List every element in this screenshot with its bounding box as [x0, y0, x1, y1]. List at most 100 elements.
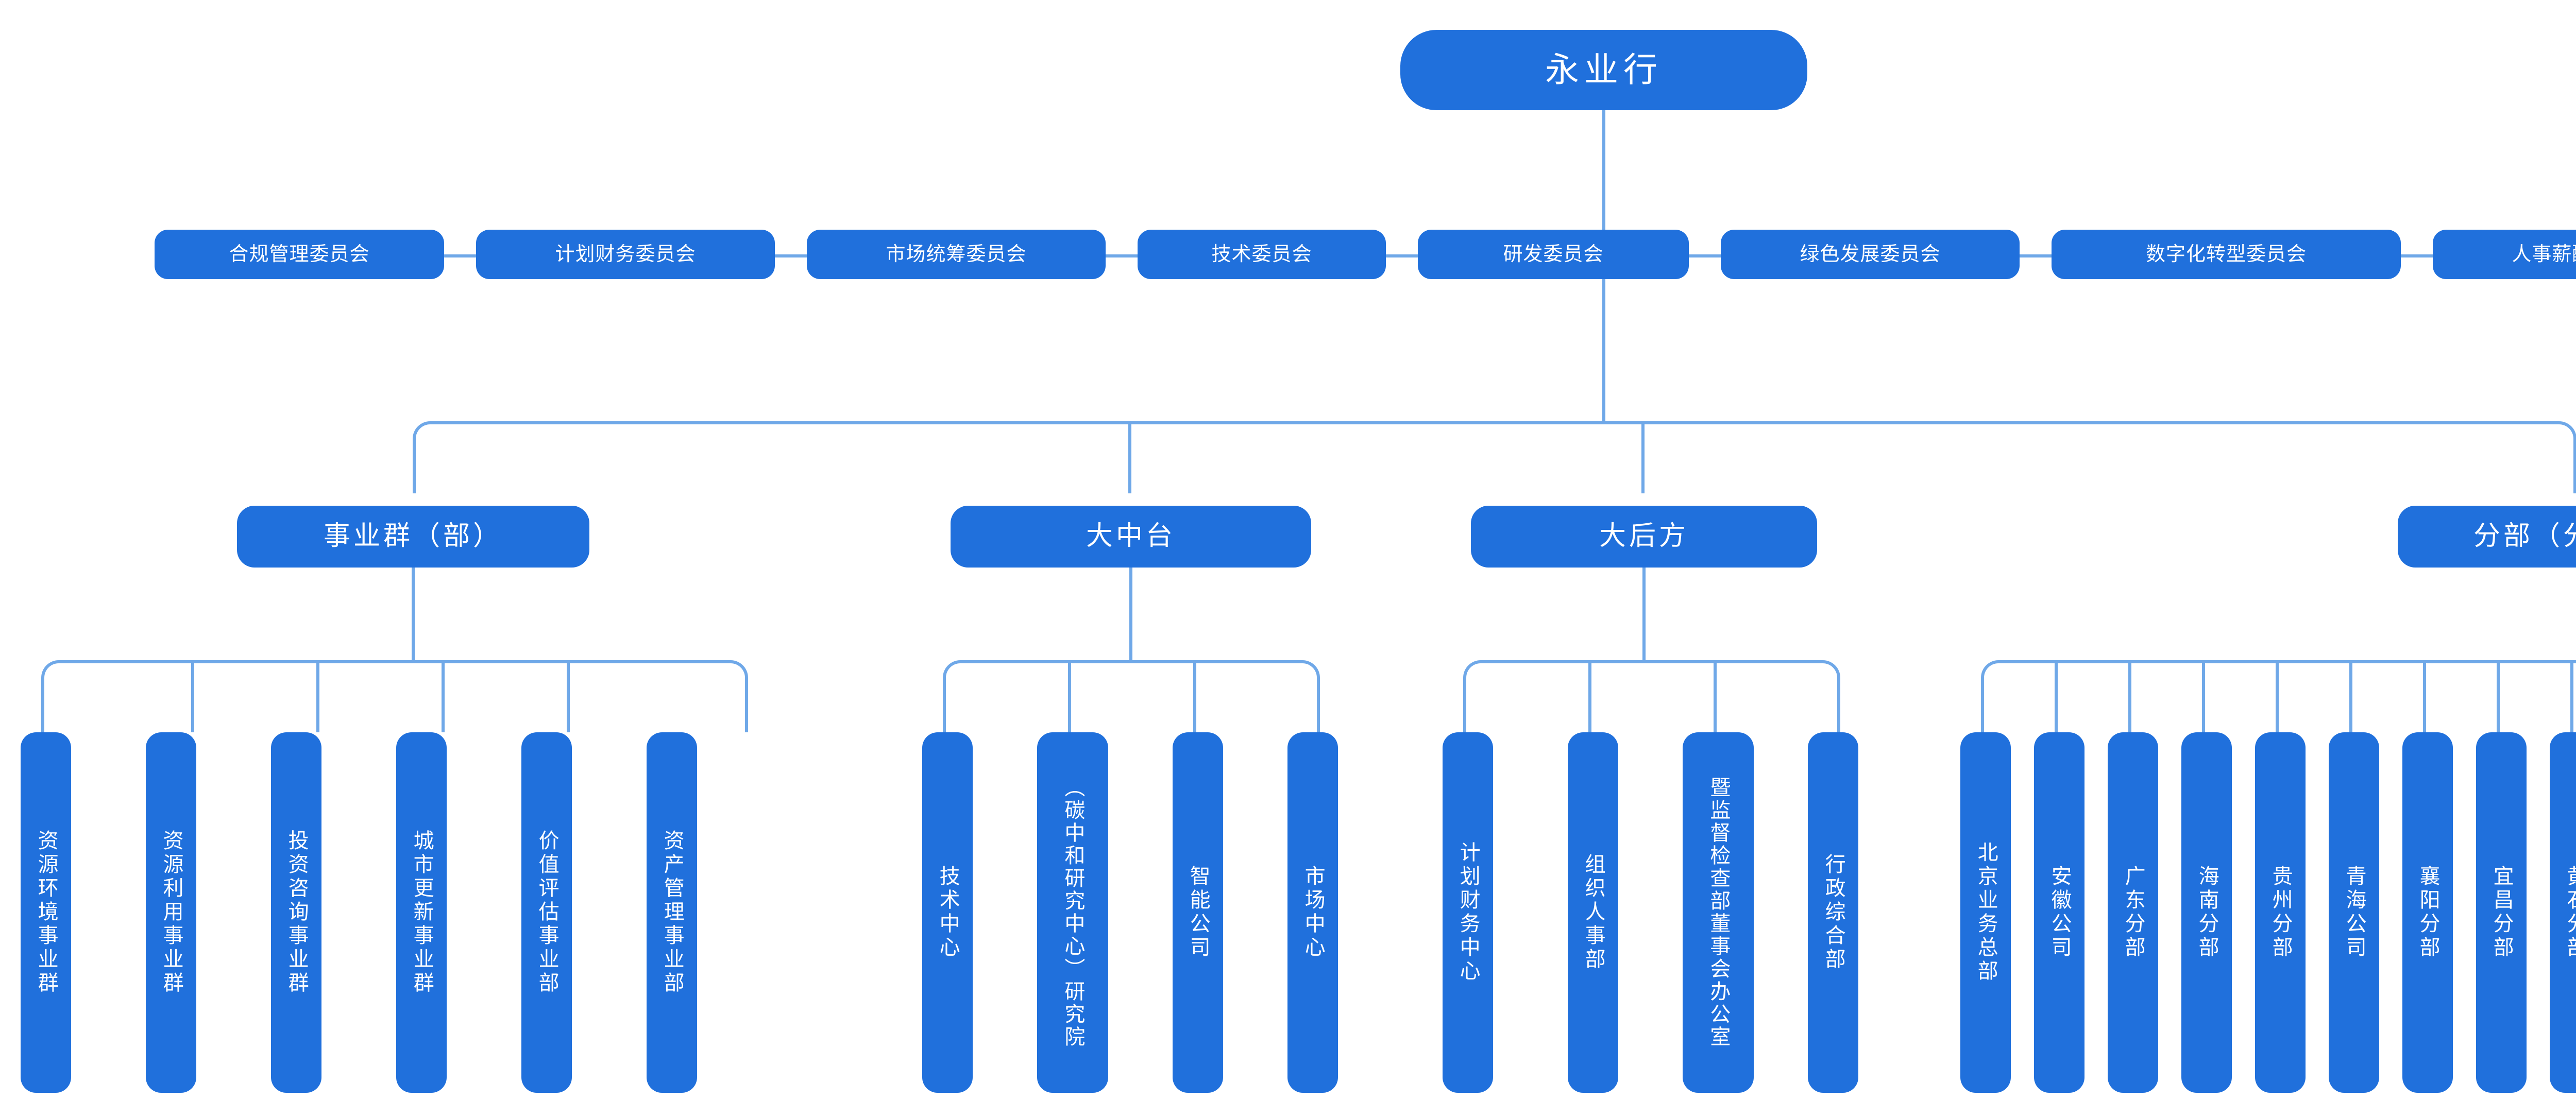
leaf-node-zuzhi-renshi[interactable]: 组织人事部 — [1568, 732, 1618, 1093]
division-label-fenbu: 分部（分公司） — [2473, 521, 2576, 552]
leaf-node-xiangyang[interactable]: 襄阳分部 — [2402, 732, 2453, 1093]
leaf-node-yichang[interactable]: 宜昌分部 — [2476, 732, 2527, 1093]
connector-committee-seg-2 — [775, 254, 807, 257]
leaf-node-ziyuan-huanjing[interactable]: 资源环境事业群 — [21, 732, 71, 1093]
connector-drop-shiyequn-2 — [191, 660, 194, 732]
committee-label-3: 市场统筹委员会 — [886, 243, 1027, 265]
connector-committee-seg-4 — [1386, 254, 1418, 257]
leaf-node-guizhou[interactable]: 贵州分部 — [2255, 732, 2306, 1093]
leaf-node-qinghai[interactable]: 青海公司 — [2329, 732, 2379, 1093]
connector-drop-fenbu-8 — [2497, 660, 2500, 732]
leaf-label-zuzhi-renshi: 组织人事部 — [1582, 853, 1605, 972]
committee-node-3[interactable]: 市场统筹委员会 — [807, 230, 1106, 279]
leaf-label-zhineng-gongsi: 智能公司 — [1187, 865, 1210, 960]
connector-root-stem — [1602, 110, 1605, 254]
connector-drop-dazhongtai-3 — [1193, 660, 1196, 732]
committee-node-1[interactable]: 合规管理委员会 — [155, 230, 444, 279]
connector-bus-dahoufang — [1463, 660, 1840, 732]
leaf-label-beijing: 北京业务总部 — [1974, 841, 1997, 984]
leaf-node-jiandu-jiancha[interactable]: 暨监督检查部 董事会办公室 — [1683, 732, 1754, 1093]
division-label-dahoufang: 大后方 — [1599, 521, 1689, 552]
leaf-node-jiazhi-pinggu[interactable]: 价值评估事业部 — [521, 732, 572, 1093]
division-node-shiyequn[interactable]: 事业群（部） — [237, 506, 589, 568]
leaf-label-yanjiuyuan-a: 研究院 — [1061, 981, 1084, 1049]
connector-spine-to-divisions — [1602, 279, 1605, 421]
division-node-fenbu[interactable]: 分部（分公司） — [2398, 506, 2576, 568]
leaf-label-chengshi-gengxin: 城市更新事业群 — [410, 830, 433, 995]
connector-committee-seg-7 — [2401, 254, 2433, 257]
committee-node-5[interactable]: 研发委员会 — [1418, 230, 1689, 279]
leaf-label-guizhou: 贵州分部 — [2269, 865, 2292, 960]
connector-committee-seg-5 — [1689, 254, 1721, 257]
leaf-node-anhui[interactable]: 安徽公司 — [2034, 732, 2084, 1093]
leaf-node-yanjiuyuan[interactable]: （碳中和研究中心） 研究院 — [1037, 732, 1108, 1093]
connector-drop-dazhongtai-2 — [1068, 660, 1071, 732]
leaf-label-yichang: 宜昌分部 — [2490, 865, 2513, 960]
connector-division-drop-2 — [1128, 421, 1131, 493]
leaf-node-guangdong[interactable]: 广东分部 — [2108, 732, 2158, 1093]
leaf-node-jishu-zhongxin[interactable]: 技术中心 — [922, 732, 973, 1093]
leaf-node-touzi-zixun[interactable]: 投资咨询事业群 — [271, 732, 321, 1093]
leaf-node-zhineng-gongsi[interactable]: 智能公司 — [1173, 732, 1223, 1093]
committee-label-5: 研发委员会 — [1503, 243, 1604, 265]
leaf-node-hainan[interactable]: 海南分部 — [2181, 732, 2232, 1093]
leaf-label-anhui: 安徽公司 — [2048, 865, 2071, 960]
committee-node-7[interactable]: 数字化转型委员会 — [2052, 230, 2401, 279]
connector-division-drop-3 — [1641, 421, 1645, 493]
leaf-label-xingzheng-zonghe: 行政综合部 — [1822, 853, 1845, 972]
connector-drop-fenbu-9 — [2570, 660, 2573, 732]
committee-node-8[interactable]: 人事薪酬委员会 — [2433, 230, 2576, 279]
root-node-label: 永业行 — [1545, 50, 1663, 89]
leaf-label-jiandu-jiancha-a: 董事会办公室 — [1707, 913, 1730, 1049]
committee-label-7: 数字化转型委员会 — [2145, 243, 2307, 265]
leaf-label-shichang-zhongxin: 市场中心 — [1301, 865, 1325, 960]
leaf-label-xiangyang: 襄阳分部 — [2416, 865, 2439, 960]
committee-label-8: 人事薪酬委员会 — [2512, 243, 2576, 265]
leaf-label-ziyuan-huanjing: 资源环境事业群 — [35, 830, 58, 995]
connector-drop-fenbu-6 — [2349, 660, 2352, 732]
leaf-label-huangshi: 黄石分部 — [2564, 865, 2576, 960]
leaf-label-hainan: 海南分部 — [2195, 865, 2218, 960]
committee-label-1: 合规管理委员会 — [229, 243, 370, 265]
connector-drop-fenbu-3 — [2128, 660, 2131, 732]
leaf-label-jiandu-jiancha-b: 暨监督检查部 — [1707, 777, 1730, 913]
leaf-node-zichan-guanli[interactable]: 资产管理事业部 — [647, 732, 697, 1093]
committee-node-6[interactable]: 绿色发展委员会 — [1721, 230, 2020, 279]
leaf-node-beijing[interactable]: 北京业务总部 — [1960, 732, 2011, 1093]
connector-drop-shiyequn-4 — [442, 660, 445, 732]
division-label-shiyequn: 事业群（部） — [323, 521, 503, 552]
connector-bus-dazhongtai — [943, 660, 1320, 732]
connector-bus-shiyequn — [41, 660, 748, 732]
connector-drop-dahoufang-2 — [1588, 660, 1591, 732]
committee-node-4[interactable]: 技术委员会 — [1138, 230, 1386, 279]
root-node-yongyehang[interactable]: 永业行 — [1400, 30, 1807, 110]
leaf-node-huangshi[interactable]: 黄石分部 — [2550, 732, 2576, 1093]
connector-drop-fenbu-5 — [2276, 660, 2279, 732]
connector-drop-shiyequn-5 — [567, 660, 570, 732]
division-node-dazhongtai[interactable]: 大中台 — [951, 506, 1311, 568]
leaf-label-touzi-zixun: 投资咨询事业群 — [285, 830, 308, 995]
connector-stem-shiyequn — [412, 568, 415, 660]
committee-label-6: 绿色发展委员会 — [1800, 243, 1941, 265]
leaf-node-xingzheng-zonghe[interactable]: 行政综合部 — [1808, 732, 1858, 1093]
leaf-node-ziyuan-liyong[interactable]: 资源利用事业群 — [146, 732, 196, 1093]
connector-drop-fenbu-7 — [2423, 660, 2426, 732]
connector-stem-dazhongtai — [1129, 568, 1132, 660]
connector-stem-dahoufang — [1642, 568, 1646, 660]
committee-node-2[interactable]: 计划财务委员会 — [476, 230, 775, 279]
leaf-label-jihua-caiwu: 计划财务中心 — [1456, 841, 1480, 984]
leaf-label-guangdong: 广东分部 — [2122, 865, 2145, 960]
connector-committee-seg-1 — [444, 254, 476, 257]
division-label-dazhongtai: 大中台 — [1086, 521, 1176, 552]
leaf-label-jiazhi-pinggu: 价值评估事业部 — [535, 830, 558, 995]
leaf-label-zichan-guanli: 资产管理事业部 — [660, 830, 684, 995]
committee-label-2: 计划财务委员会 — [555, 243, 696, 265]
connector-drop-shiyequn-3 — [316, 660, 319, 732]
connector-division-bus — [413, 421, 2576, 493]
connector-committee-seg-6 — [2020, 254, 2052, 257]
leaf-node-jihua-caiwu[interactable]: 计划财务中心 — [1443, 732, 1493, 1093]
leaf-node-chengshi-gengxin[interactable]: 城市更新事业群 — [396, 732, 447, 1093]
leaf-node-shichang-zhongxin[interactable]: 市场中心 — [1287, 732, 1338, 1093]
division-node-dahoufang[interactable]: 大后方 — [1471, 506, 1817, 568]
